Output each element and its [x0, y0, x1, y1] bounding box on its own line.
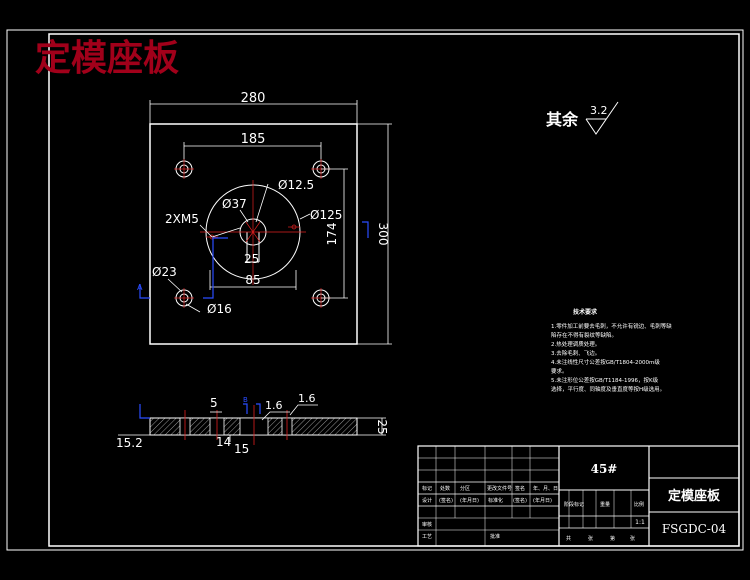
- dim-thickness: 25: [375, 419, 389, 434]
- tech-note-line-6: 5.未注形位公差按GB/T1184-1996，按K级: [551, 376, 659, 384]
- tb-label-scale: 比例: [634, 501, 644, 508]
- tb-label-signature: 签名: [515, 485, 525, 492]
- tb-label-count: 处数: [440, 485, 450, 492]
- tech-note-line-0: 1.零件加工前要去毛刺，不允许有锐边、毛刺等缺: [551, 322, 672, 330]
- tech-note-line-1: 陷存在不得有裂纹等缺陷。: [551, 331, 617, 339]
- dim-ring-spacing: 85: [245, 273, 260, 287]
- tech-note-line-2: 2.热处理调质处理。: [551, 340, 600, 348]
- outer-border: [6, 29, 744, 551]
- tech-notes-heading: 技术要求: [573, 308, 598, 316]
- roughness-a: 1.6: [265, 399, 283, 412]
- tb-label-process: 工艺: [422, 534, 432, 540]
- section-cut-line: [203, 237, 228, 299]
- tb-sheet-total: 共: [566, 535, 571, 542]
- tb-label-weight: 重量: [600, 501, 610, 508]
- scale: 1:1: [635, 519, 645, 526]
- corner-hole-bl: [174, 288, 194, 308]
- tb-sheet-unit-2: 张: [630, 535, 635, 542]
- surface-finish-value: 3.2: [590, 104, 608, 117]
- surface-finish-note: 其余 3.2: [546, 101, 619, 135]
- dim-step: 5: [210, 396, 218, 410]
- dim-hole-spacing-v: 174: [325, 223, 339, 246]
- dim-mid-a: 14: [216, 435, 231, 449]
- tb-label-standard-date: (年月日): [533, 497, 552, 504]
- dim-thread: 2XM5: [165, 212, 199, 226]
- tb-label-design-date: (年月日): [460, 497, 479, 504]
- tech-note-line-4: 4.未注线性尺寸公差按GB/T1804-2000m级: [551, 358, 660, 366]
- dim-slot-width: 25: [244, 252, 259, 266]
- corner-hole-tl: [174, 159, 194, 179]
- dim-mid-b: 15: [234, 442, 249, 456]
- plan-view: 280 185: [137, 91, 392, 345]
- tb-label-design: 设计: [422, 497, 432, 504]
- plate-outline: [149, 123, 358, 345]
- tb-sheet-unit-1: 张: [588, 535, 593, 542]
- tb-label-standard-sign: (签名): [513, 497, 527, 504]
- dim-width: 280: [241, 91, 266, 106]
- tb-label-change-doc: 更改文件号: [487, 485, 512, 492]
- tb-label-review: 审核: [422, 521, 432, 528]
- tech-note-line-5: 要求。: [551, 367, 568, 375]
- technical-requirements: 技术要求 1.零件加工前要去毛刺，不允许有锐边、毛刺等缺 陷存在不得有裂纹等缺陷…: [551, 308, 672, 393]
- part-name: 定模座板: [667, 488, 721, 504]
- title-block-text: 45# 定模座板 FSGDC-04 1:1 标记 处数 分区 更改文件号 签名 …: [422, 462, 726, 542]
- inner-border: [48, 33, 740, 547]
- tb-label-design-sign: (签名): [439, 497, 453, 504]
- surface-finish-label: 其余: [546, 110, 579, 129]
- section-label-a: A: [137, 283, 143, 292]
- tech-note-line-3: 3.去除毛刺、飞边。: [551, 349, 600, 357]
- dim-hole-spacing-h: 185: [241, 132, 266, 147]
- tb-label-stage: 阶段标记: [564, 501, 584, 508]
- dim-hole-dia: Ø16: [207, 302, 232, 316]
- tb-label-standard: 标准化: [488, 497, 503, 504]
- tb-label-mark: 标记: [422, 485, 432, 492]
- title-block: [417, 445, 740, 547]
- tb-label-zone: 分区: [460, 485, 470, 492]
- dim-height: 300: [376, 223, 390, 246]
- dim-counterbore: Ø23: [152, 265, 177, 279]
- roughness-b: 1.6: [298, 392, 316, 405]
- section-view: B 5 1.6 1.6 15.2 14 15 25: [116, 392, 389, 456]
- tb-sheet-no: 第: [610, 535, 615, 542]
- dim-left: 15.2: [116, 436, 143, 450]
- tb-label-approve: 批准: [490, 533, 500, 540]
- dim-ring-dia: Ø125: [310, 208, 342, 222]
- section-marker-left: [139, 284, 150, 299]
- drawing-number: FSGDC-04: [662, 522, 727, 536]
- dim-hole-dia-small: Ø12.5: [278, 178, 314, 192]
- tech-note-line-7: 选择，平行度、同轴度及垂直度等按H级选用。: [551, 385, 665, 393]
- section-marker-right: [362, 221, 369, 238]
- material: 45#: [591, 462, 618, 476]
- section-label-b: B: [243, 396, 248, 404]
- dim-center-dia: Ø37: [222, 197, 247, 211]
- title-watermark: 定模座板: [35, 37, 179, 79]
- tb-label-date: 年、月、日: [533, 485, 558, 492]
